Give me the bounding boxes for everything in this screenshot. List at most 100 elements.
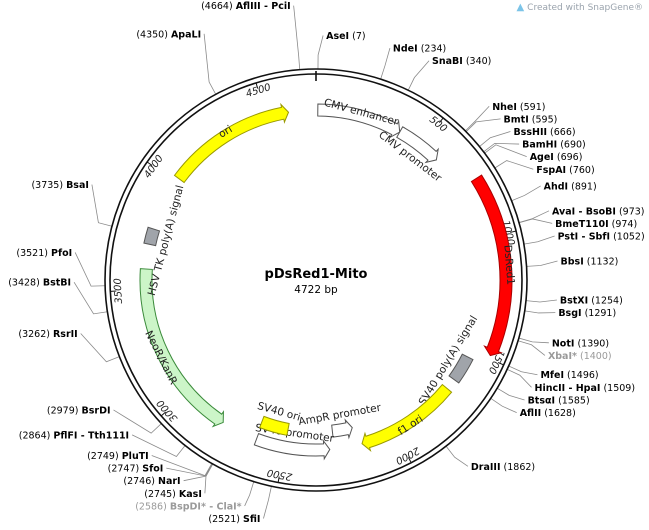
- site-position: (696): [557, 152, 583, 163]
- site-label-rsrii[interactable]: (3262) RsrII: [18, 329, 77, 340]
- site-label-bmet110i[interactable]: BmeT110I (974): [555, 219, 637, 230]
- site-name: AvaI - BsoBI: [552, 206, 616, 217]
- site-leader-fspai: [494, 160, 534, 170]
- feature-cmv-promoter[interactable]: [396, 126, 439, 164]
- site-name: AflIII - PciI: [236, 1, 291, 12]
- site-position: (1496): [567, 370, 599, 381]
- site-name: BtsαI: [528, 396, 556, 407]
- feature-hsv-tk-poly-a-signal[interactable]: [143, 226, 161, 247]
- site-leader-bsai: [91, 184, 113, 227]
- site-label-mfei[interactable]: MfeI (1496): [540, 370, 598, 381]
- site-name: BsrDI: [81, 405, 110, 416]
- site-leader-bspdi-clai: [244, 481, 255, 507]
- site-label-agei[interactable]: AgeI (696): [530, 152, 583, 163]
- site-position: (1862): [504, 462, 536, 473]
- site-position: (1400): [580, 351, 612, 362]
- feature-ampr-promoter[interactable]: [331, 418, 353, 440]
- site-leader-xbai: [517, 340, 546, 356]
- site-name: SfoI: [142, 464, 163, 475]
- tick-label-4000: 4000: [142, 153, 166, 180]
- site-position: (1390): [577, 338, 609, 349]
- feature-f1-ori[interactable]: [361, 383, 453, 452]
- feature-sv40-ori[interactable]: [259, 415, 290, 436]
- site-label-ndei[interactable]: NdeI (234): [393, 44, 446, 55]
- site-label-bsai[interactable]: (3735) BsaI: [31, 180, 88, 191]
- site-label-bstxi[interactable]: BstXI (1254): [560, 296, 623, 307]
- site-label-nhei[interactable]: NheI (591): [492, 102, 545, 113]
- site-position: (690): [560, 140, 586, 151]
- tick-500: [439, 117, 444, 123]
- site-leader-bsgi: [524, 310, 556, 314]
- site-leader-pflfi-tth111i: [131, 434, 186, 457]
- site-label-psti-sbfi[interactable]: PstI - SbfI (1052): [558, 232, 645, 243]
- site-position: (1052): [613, 232, 645, 243]
- site-label-bamhi[interactable]: BamHI (690): [522, 140, 586, 151]
- site-leader-agei: [484, 144, 527, 158]
- tick-label-3000: 3000: [155, 397, 180, 423]
- site-label-pfoi[interactable]: (3521) PfoI: [16, 248, 72, 259]
- site-leader-bamhi: [483, 142, 520, 153]
- tick-3000: [160, 411, 167, 417]
- tick-2000: [407, 457, 412, 463]
- feature-ori[interactable]: [173, 102, 290, 184]
- site-label-apali[interactable]: (4350) ApaLI: [136, 29, 201, 40]
- site-label-nari[interactable]: (2746) NarI: [123, 476, 180, 487]
- site-leader-bmti: [465, 118, 501, 133]
- site-position: (591): [520, 102, 546, 113]
- site-label-bbsi[interactable]: BbsI (1132): [561, 256, 619, 267]
- feature-sv40-promoter[interactable]: [253, 432, 331, 461]
- site-label-asei[interactable]: AseI (7): [326, 31, 366, 42]
- site-position: (3521): [16, 248, 48, 259]
- feature-cmv-enhancer[interactable]: [317, 103, 401, 139]
- feature-dsred1[interactable]: [470, 174, 513, 357]
- snapgene-logo-icon: ▲: [516, 2, 525, 13]
- site-name: NdeI: [393, 44, 418, 55]
- site-label-ahdi[interactable]: AhdI (891): [544, 181, 597, 192]
- feature-sv40-poly-a-signal[interactable]: [448, 353, 474, 384]
- site-label-aflii[interactable]: AflII (1628): [520, 408, 576, 419]
- site-name: PstI - SbfI: [558, 232, 610, 243]
- site-position: (1585): [558, 396, 590, 407]
- site-leader-ahdi: [511, 185, 541, 202]
- site-label-pluti[interactable]: (2749) PluTI: [87, 451, 149, 462]
- site-label-bts-i[interactable]: BtsαI (1585): [528, 396, 590, 407]
- site-label-sfoi[interactable]: (2747) SfoI: [108, 464, 164, 475]
- site-label-bsgi[interactable]: BsgI (1291): [558, 308, 616, 319]
- site-name: NotI: [552, 338, 575, 349]
- site-position: (974): [612, 219, 638, 230]
- site-leader-bsshii: [479, 131, 511, 147]
- site-name: NheI: [492, 102, 517, 113]
- site-label-bmti[interactable]: BmtI (595): [504, 114, 558, 125]
- site-label-xbai[interactable]: XbaI* (1400): [548, 351, 612, 362]
- site-leader-bmet110i: [518, 218, 553, 224]
- site-label-bspdi-clai[interactable]: (2586) BspDI* - ClaI*: [135, 501, 241, 512]
- site-label-hincii-hpai[interactable]: HincII - HpaI (1509): [535, 383, 636, 394]
- feature-neor-kanr[interactable]: [139, 268, 224, 428]
- site-label-bstbi[interactable]: (3428) BstBI: [8, 278, 71, 289]
- site-leader-bts-i: [496, 387, 525, 401]
- site-position: (2864): [19, 430, 51, 441]
- site-label-avai-bsobi[interactable]: AvaI - BsoBI (973): [552, 206, 645, 217]
- tick-4500: [255, 82, 259, 89]
- site-position: (2746): [123, 476, 155, 487]
- site-position: (760): [569, 165, 595, 176]
- site-label-noti[interactable]: NotI (1390): [552, 338, 609, 349]
- site-position: (234): [421, 44, 447, 55]
- site-name: NarI: [158, 476, 181, 487]
- site-name: PfoI: [51, 248, 72, 259]
- site-label-kasi[interactable]: (2745) KasI: [144, 489, 202, 500]
- site-leader-asei: [317, 35, 324, 70]
- site-label-afliii-pcii[interactable]: (4664) AflIII - PciI: [201, 1, 291, 12]
- site-label-bsshii[interactable]: BssHII (666): [513, 127, 575, 138]
- site-leader-pluti: [151, 455, 213, 477]
- site-label-bsrdi[interactable]: (2979) BsrDI: [47, 405, 111, 416]
- site-leader-nhei: [465, 105, 490, 132]
- site-label-sfii[interactable]: (2521) SfiI: [208, 514, 260, 525]
- site-name: BstXI: [560, 296, 588, 307]
- site-label-draiii[interactable]: DraIII (1862): [471, 462, 535, 473]
- site-label-pflfi-tth111i[interactable]: (2864) PflFI - Tth111I: [19, 430, 129, 441]
- site-name: RsrII: [53, 329, 78, 340]
- site-label-snabi[interactable]: SnaBI (340): [432, 56, 491, 67]
- site-label-fspai[interactable]: FspAI (760): [536, 165, 594, 176]
